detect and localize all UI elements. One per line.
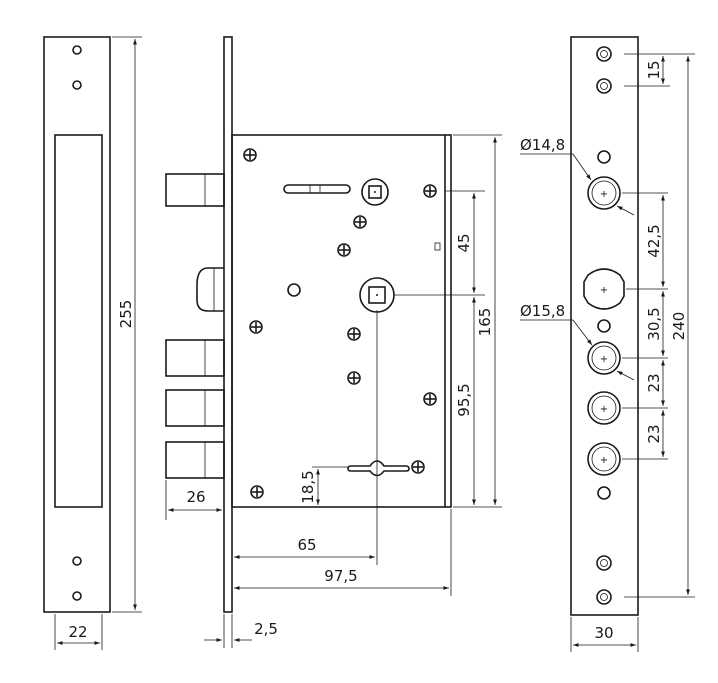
mount-hole	[596, 555, 612, 571]
svg-text:+: +	[600, 404, 608, 415]
deadbolt-top	[165, 173, 225, 207]
small-hole	[597, 319, 611, 333]
lock-case	[231, 134, 452, 508]
strike-plate-outline	[43, 36, 111, 613]
bolt-hole-1: +	[587, 341, 621, 375]
case-screw	[423, 184, 437, 198]
dim-label-23-a: 23	[645, 373, 663, 392]
strike-screw-hole	[72, 591, 82, 601]
strike-plate-opening	[54, 134, 103, 508]
small-hole	[597, 486, 611, 500]
latch-bolt	[196, 267, 224, 312]
dim-label-30: 30	[594, 624, 613, 642]
mount-hole	[596, 589, 612, 605]
svg-text:+: +	[600, 285, 608, 296]
strike-screw-hole	[72, 80, 82, 90]
case-screw	[337, 243, 351, 257]
guide-slot	[283, 184, 351, 194]
svg-text:+: +	[600, 354, 608, 365]
case-screw	[423, 392, 437, 406]
main-spindle-square	[368, 286, 386, 304]
case-screw	[243, 148, 257, 162]
dim-label-diameter-14-8: Ø14,8	[520, 136, 565, 154]
dim-label-18-5: 18,5	[299, 470, 317, 503]
case-screw	[411, 460, 425, 474]
strike-screw-hole	[72, 556, 82, 566]
lock-body-view: 45 95,5 165 18,5 26 65 97,5 2,5	[165, 36, 502, 648]
case-screw	[347, 371, 361, 385]
upper-spindle-hub	[361, 178, 389, 206]
strike-plate-view: 255 22	[43, 36, 142, 650]
case-notch	[434, 242, 441, 251]
mount-hole	[596, 78, 612, 94]
case-screw	[353, 215, 367, 229]
dim-label-97-5: 97,5	[324, 567, 357, 585]
bolt-hole-top: +	[587, 176, 621, 210]
case-screw	[250, 485, 264, 499]
face-plate-outline	[570, 36, 639, 616]
front-plate	[223, 36, 233, 613]
dim-label-240: 240	[670, 312, 688, 341]
face-plate-view: + + + + + Ø14,8 Ø15,8	[520, 36, 695, 652]
case-screw	[249, 320, 263, 334]
dim-label-22: 22	[68, 623, 87, 641]
dim-label-30-5: 30,5	[645, 307, 663, 340]
dim-label-23-b: 23	[645, 424, 663, 443]
dim-label-255: 255	[117, 300, 135, 329]
dim-label-165: 165	[476, 308, 494, 337]
dim-label-42-5: 42,5	[645, 224, 663, 257]
bolt-hole-3: +	[587, 442, 621, 476]
dim-label-95-5: 95,5	[455, 383, 473, 416]
latch-hole: +	[583, 268, 625, 310]
deadbolt-3	[165, 441, 225, 479]
mount-hole	[596, 46, 612, 62]
dim-label-26: 26	[186, 488, 205, 506]
strike-screw-hole	[72, 45, 82, 55]
bolt-hole-2: +	[587, 391, 621, 425]
deadbolt-1	[165, 339, 225, 377]
case-screw	[347, 327, 361, 341]
dim-label-65: 65	[297, 536, 316, 554]
keyhole	[347, 460, 410, 477]
upper-spindle-square	[368, 185, 382, 199]
deadbolt-2	[165, 389, 225, 427]
dim-label-45: 45	[455, 233, 473, 252]
svg-text:+: +	[600, 455, 608, 466]
svg-text:+: +	[600, 189, 608, 200]
dim-label-2-5: 2,5	[254, 620, 278, 638]
dim-label-15: 15	[645, 60, 663, 79]
dim-label-diameter-15-8: Ø15,8	[520, 302, 565, 320]
small-hole	[597, 150, 611, 164]
pin-hole	[287, 283, 301, 297]
